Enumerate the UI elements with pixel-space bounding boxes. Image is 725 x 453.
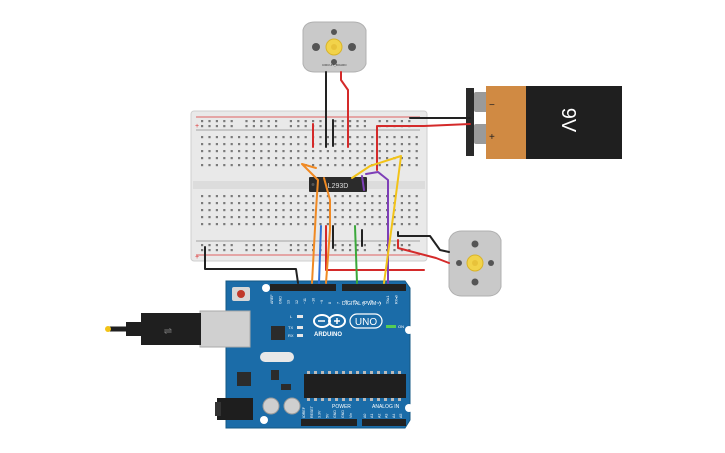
arduino-pin-label: ~3 <box>370 300 374 304</box>
wire-orange-2[interactable] <box>323 177 331 284</box>
analog-label: ANALOG IN <box>372 404 400 410</box>
arduino-pin-label: RX◂0 <box>395 295 399 304</box>
usb-cable[interactable]: ⇌ <box>105 313 201 345</box>
arduino-pin-label: Vin <box>349 413 353 418</box>
rail-plus-label-bottom: + <box>195 254 199 261</box>
reset-button-icon <box>237 290 245 298</box>
arduino-pin-label: ~5 <box>353 300 357 304</box>
digital-header-right <box>342 284 406 291</box>
arduino-pin-label: 5V <box>325 413 329 418</box>
chip-label: L293D <box>328 183 349 190</box>
motor-top[interactable]: CIRCUIT_BOARD <box>302 21 367 73</box>
arduino-pin-label: A1 <box>370 414 374 418</box>
battery-minus-label: − <box>489 100 495 111</box>
arduino-pin-label: ~10 <box>312 298 316 304</box>
wire-battery-red[interactable] <box>377 123 471 127</box>
led-label-tx: TX <box>288 325 293 330</box>
arduino-pin-label: A0 <box>363 414 367 418</box>
arduino-pin-label: A3 <box>385 414 389 418</box>
on-label: ON <box>398 324 404 329</box>
analog-header <box>362 419 406 426</box>
wire-green[interactable] <box>354 225 358 284</box>
battery-terminal-icon <box>474 124 488 144</box>
battery-voltage-label: 9V <box>557 108 579 133</box>
wire-motor-top-red[interactable] <box>340 71 349 148</box>
arduino-pin-label: GND <box>278 296 282 304</box>
wire-yellow[interactable] <box>351 155 402 284</box>
motor-screw-icon <box>488 260 494 266</box>
atmega-chip <box>304 374 406 398</box>
on-led <box>386 325 396 328</box>
crystal <box>260 352 294 362</box>
motor-screw-icon <box>471 278 479 286</box>
battery-terminal-icon <box>474 92 488 112</box>
wire-purple-stub[interactable] <box>361 175 365 191</box>
usb-port <box>199 310 251 348</box>
arduino-logo-icon <box>313 314 346 328</box>
rail-plus-label: + <box>195 123 199 130</box>
battery-plus-label: + <box>489 132 495 143</box>
arduino-uno[interactable]: L TX RX ON ARDUINO UNO DIGITAL (PWM~) PO… <box>199 280 413 429</box>
arduino-pin-label: GND <box>341 410 345 418</box>
motor-top-label: CIRCUIT_BOARD <box>322 63 347 67</box>
power-header <box>301 419 357 426</box>
arduino-pin-label: ~11 <box>303 298 307 304</box>
battery-9v[interactable]: − + 9V <box>466 86 622 159</box>
arduino-pin-label: A5 <box>399 414 403 418</box>
motor-screw-icon <box>331 59 337 65</box>
wire-arduino-gnd[interactable] <box>204 246 299 284</box>
arduino-pin-label: TX▸1 <box>386 296 390 304</box>
motor-screw-icon <box>348 43 356 51</box>
wire-motor-right-black[interactable] <box>397 231 450 253</box>
led-label-rx: RX <box>288 333 294 338</box>
arduino-pin-label: 7 <box>336 302 340 304</box>
wire-purple[interactable] <box>365 171 389 284</box>
arduino-pin-label: ~6 <box>345 300 349 304</box>
arduino-pin-label: ~9 <box>320 300 324 304</box>
arduino-pin-label: 4 <box>361 302 365 304</box>
power-jack <box>217 398 253 420</box>
motor-screw-icon <box>471 240 479 248</box>
arduino-pin-label: 12 <box>295 300 299 304</box>
motor-screw-icon <box>312 43 320 51</box>
arduino-model: UNO <box>355 317 377 328</box>
wire-motor-right-red[interactable] <box>397 239 450 264</box>
power-label: POWER <box>332 404 351 410</box>
arduino-pin-label: RESET <box>310 405 314 418</box>
led-label-l: L <box>290 314 293 319</box>
usb-icon: ⇌ <box>164 326 172 337</box>
wire-orange-1[interactable] <box>301 163 319 284</box>
digital-header-left <box>270 284 336 291</box>
motor-screw-icon <box>331 29 337 35</box>
arduino-pin-label: 13 <box>287 300 291 304</box>
arduino-pin-label: AREF <box>270 294 274 304</box>
wires <box>204 71 471 284</box>
arduino-pin-label: IOREF <box>302 406 306 418</box>
wire-blue[interactable] <box>318 225 322 284</box>
motor-right[interactable] <box>448 230 502 297</box>
arduino-pin-label: 2 <box>378 302 382 304</box>
digital-label: DIGITAL (PWM~) <box>342 301 381 307</box>
l293d-chip[interactable]: L293D <box>309 177 367 192</box>
motor-screw-icon <box>456 260 462 266</box>
usb-cable-end-icon <box>105 326 111 332</box>
arduino-pin-label: GND <box>333 410 337 418</box>
arduino-brand: ARDUINO <box>314 332 342 338</box>
arduino-pin-label: 8 <box>328 302 332 304</box>
arduino-pin-label: 3.3V <box>318 410 322 418</box>
arduino-pin-label: A2 <box>377 414 381 418</box>
arduino-pin-label: A4 <box>392 414 396 418</box>
